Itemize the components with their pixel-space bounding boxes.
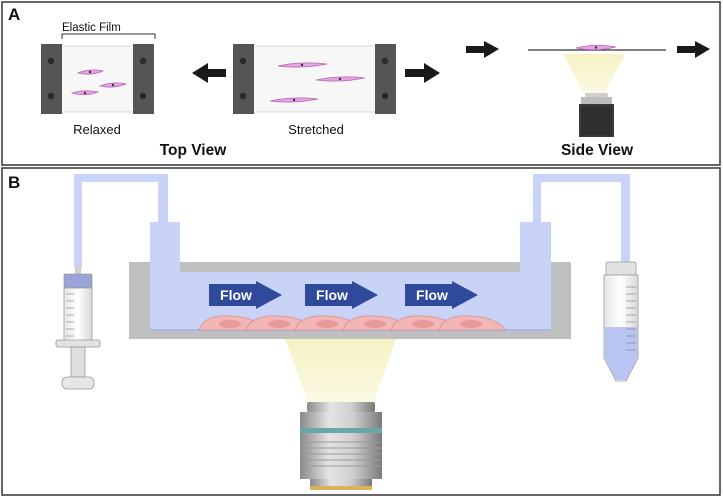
inlet-tubing <box>74 174 168 268</box>
relaxed-label: Relaxed <box>73 122 121 137</box>
clamp-screw <box>239 92 247 100</box>
camera-objective-icon <box>579 93 614 137</box>
left-arrow-icon <box>466 41 499 58</box>
left-clamp <box>41 44 62 114</box>
clamp-screw <box>239 57 247 65</box>
light-cone <box>563 54 625 94</box>
tissue-layer <box>198 315 506 331</box>
clamp-screw <box>381 57 389 65</box>
right-arrow-icon <box>677 41 710 58</box>
stretched-film-assembly: Stretched <box>233 44 396 137</box>
flow-arrow-1: Flow <box>209 281 282 309</box>
relaxed-film-assembly: Elastic Film Relaxed <box>41 22 156 137</box>
film-label: Elastic Film <box>62 22 121 34</box>
panel-b-letter: B <box>8 173 20 192</box>
cell-nuclei <box>83 70 115 95</box>
right-clamp <box>375 44 396 114</box>
left-arrow-icon <box>192 63 226 83</box>
film-bracket <box>61 33 156 39</box>
flow-arrows: Flow Flow Flow <box>209 281 478 309</box>
flow-arrow-3: Flow <box>405 281 478 309</box>
clamp-screw <box>139 92 147 100</box>
top-view-label: Top View <box>160 142 228 159</box>
clamp-screw <box>47 57 55 65</box>
right-arrow-icon <box>405 63 440 83</box>
clamp-screw <box>381 92 389 100</box>
left-clamp <box>233 44 254 114</box>
side-view: Side View <box>466 41 710 159</box>
conical-tube-icon <box>603 261 639 382</box>
syringe-icon <box>55 266 101 390</box>
panel-a: A Elastic Film Relaxed <box>1 1 721 166</box>
right-clamp <box>133 44 154 114</box>
stretched-label: Stretched <box>288 122 344 137</box>
objective-lens-icon <box>300 402 382 490</box>
panel-a-letter: A <box>8 5 20 24</box>
side-view-label: Side View <box>561 142 634 159</box>
tubing <box>74 174 630 268</box>
clamp-screw <box>47 92 55 100</box>
clamp-screw <box>139 57 147 65</box>
flow-label: Flow <box>416 287 448 303</box>
flow-label: Flow <box>220 287 252 303</box>
flow-label: Flow <box>316 287 348 303</box>
panel-b: B <box>1 167 721 496</box>
light-cone <box>285 339 396 405</box>
flow-arrow-2: Flow <box>305 281 378 309</box>
cell-nuclei <box>292 63 342 102</box>
relaxed-film <box>59 45 136 113</box>
tissue-nuclei <box>219 320 482 328</box>
